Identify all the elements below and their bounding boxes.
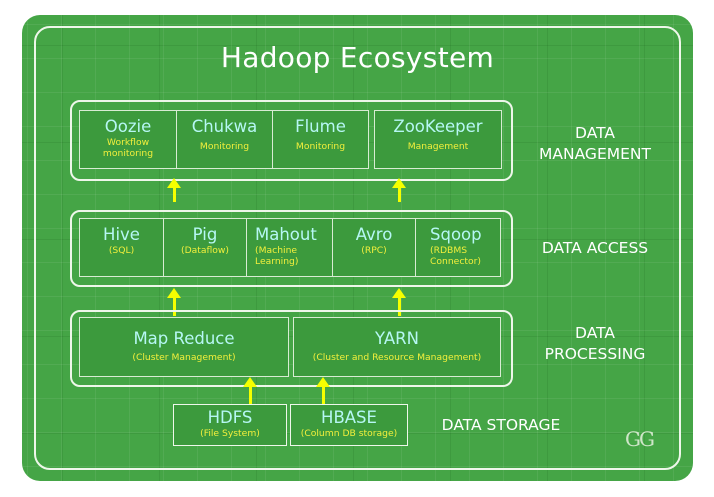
layer-label-access: DATA ACCESS (520, 238, 670, 259)
component-sub: Learning) (255, 256, 299, 267)
component-sub: (RPC) (361, 245, 387, 256)
access-layer (70, 210, 513, 287)
component-name: Oozie (104, 117, 152, 136)
layer-label-management: DATA MANAGEMENT (520, 123, 670, 165)
arrow-up-icon (316, 377, 330, 404)
component-sub: (File System) (200, 428, 260, 439)
component-name: Hive (103, 225, 140, 244)
layer-label-line: DATA ACCESS (541, 239, 649, 257)
management-layer (70, 100, 513, 181)
management-cells-right: ZooKeeper Management (374, 110, 502, 169)
component-sub: Workflow (106, 137, 150, 148)
component-hdfs: HDFS (File System) (173, 404, 287, 446)
layer-label-line: MANAGEMENT (539, 145, 651, 163)
arrow-up-icon (243, 377, 257, 404)
outer-frame (34, 26, 681, 470)
component-sub: Connector) (430, 256, 481, 267)
component-chukwa: Chukwa Monitoring (177, 111, 273, 168)
component-name: Map Reduce (133, 329, 235, 348)
diagram-title: Hadoop Ecosystem (220, 41, 495, 74)
layer-label-storage: DATA STORAGE (426, 415, 576, 436)
component-sub: monitoring (102, 148, 154, 159)
component-name: Chukwa (191, 117, 258, 136)
arrow-up-icon (167, 178, 181, 202)
processing-layer (70, 310, 513, 387)
component-sub: (Machine (255, 245, 298, 256)
component-name: Mahout (255, 225, 317, 244)
component-name: Avro (355, 225, 393, 244)
component-name: ZooKeeper (393, 117, 483, 136)
component-mahout: Mahout (Machine Learning) (247, 219, 333, 276)
layer-label-line: PROCESSING (544, 345, 646, 363)
layer-label-line: DATA (575, 324, 615, 342)
component-zookeeper: ZooKeeper Management (375, 111, 501, 168)
component-yarn: YARN (Cluster and Resource Management) (293, 317, 501, 377)
component-name: Sqoop (430, 225, 482, 244)
component-sub: (Cluster Management) (132, 352, 236, 363)
component-sub: (SQL) (108, 245, 135, 256)
component-sub: Monitoring (295, 141, 346, 152)
layer-label-processing: DATA PROCESSING (520, 323, 670, 365)
arrow-up-icon (392, 178, 406, 202)
component-name: HDFS (207, 408, 253, 427)
component-sub: (Dataflow) (180, 245, 230, 256)
management-cells-left: Oozie Workflow monitoring Chukwa Monitor… (79, 110, 369, 169)
component-name: HBASE (321, 408, 377, 427)
layer-label-line: DATA STORAGE (441, 416, 561, 434)
component-name: YARN (375, 329, 419, 348)
component-mapreduce: Map Reduce (Cluster Management) (79, 317, 289, 377)
layer-label-line: DATA (575, 124, 615, 142)
arrow-up-icon (167, 288, 181, 316)
component-hive: Hive (SQL) (80, 219, 164, 276)
diagram-board: Hadoop Ecosystem Oozie Workflow monitori… (22, 15, 693, 481)
component-sub: (Cluster and Resource Management) (312, 352, 482, 363)
gfg-logo-icon: GG (625, 427, 655, 451)
component-flume: Flume Monitoring (273, 111, 368, 168)
component-sqoop: Sqoop (RDBMS Connector) (416, 219, 500, 276)
component-sub: Monitoring (199, 141, 250, 152)
component-hbase: HBASE (Column DB storage) (290, 404, 408, 446)
component-name: Flume (295, 117, 346, 136)
component-pig: Pig (Dataflow) (164, 219, 247, 276)
component-avro: Avro (RPC) (333, 219, 416, 276)
arrow-up-icon (392, 288, 406, 316)
component-sub: (Column DB storage) (300, 428, 398, 439)
access-cells: Hive (SQL) Pig (Dataflow) Mahout (Machin… (79, 218, 501, 277)
component-oozie: Oozie Workflow monitoring (80, 111, 177, 168)
component-name: Pig (192, 225, 218, 244)
component-sub: Management (407, 141, 469, 152)
component-sub: (RDBMS (430, 245, 468, 256)
